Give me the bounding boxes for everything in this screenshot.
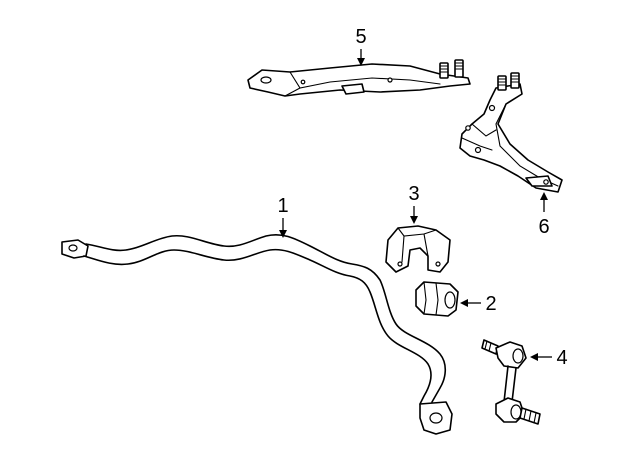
stabilizer-bar[interactable] xyxy=(61,233,453,435)
callout-1: 1 xyxy=(277,195,289,238)
callout-5: 5 xyxy=(355,26,367,66)
callout-1-number: 1 xyxy=(277,195,288,217)
mount-bracket-upper[interactable] xyxy=(247,59,471,97)
callout-5-number: 5 xyxy=(355,26,366,48)
callout-4-number: 4 xyxy=(556,347,567,369)
bushing[interactable] xyxy=(415,281,459,317)
callout-2: 2 xyxy=(460,293,497,315)
mount-bracket-side[interactable] xyxy=(459,72,563,193)
stabilizer-link[interactable] xyxy=(481,339,541,425)
bushing-bracket[interactable] xyxy=(385,225,451,273)
callout-6: 6 xyxy=(538,192,550,238)
callout-4: 4 xyxy=(530,347,568,369)
callout-3-number: 3 xyxy=(408,183,419,205)
callout-6-number: 6 xyxy=(538,216,549,238)
callout-3: 3 xyxy=(408,183,420,224)
callout-2-number: 2 xyxy=(485,293,496,315)
